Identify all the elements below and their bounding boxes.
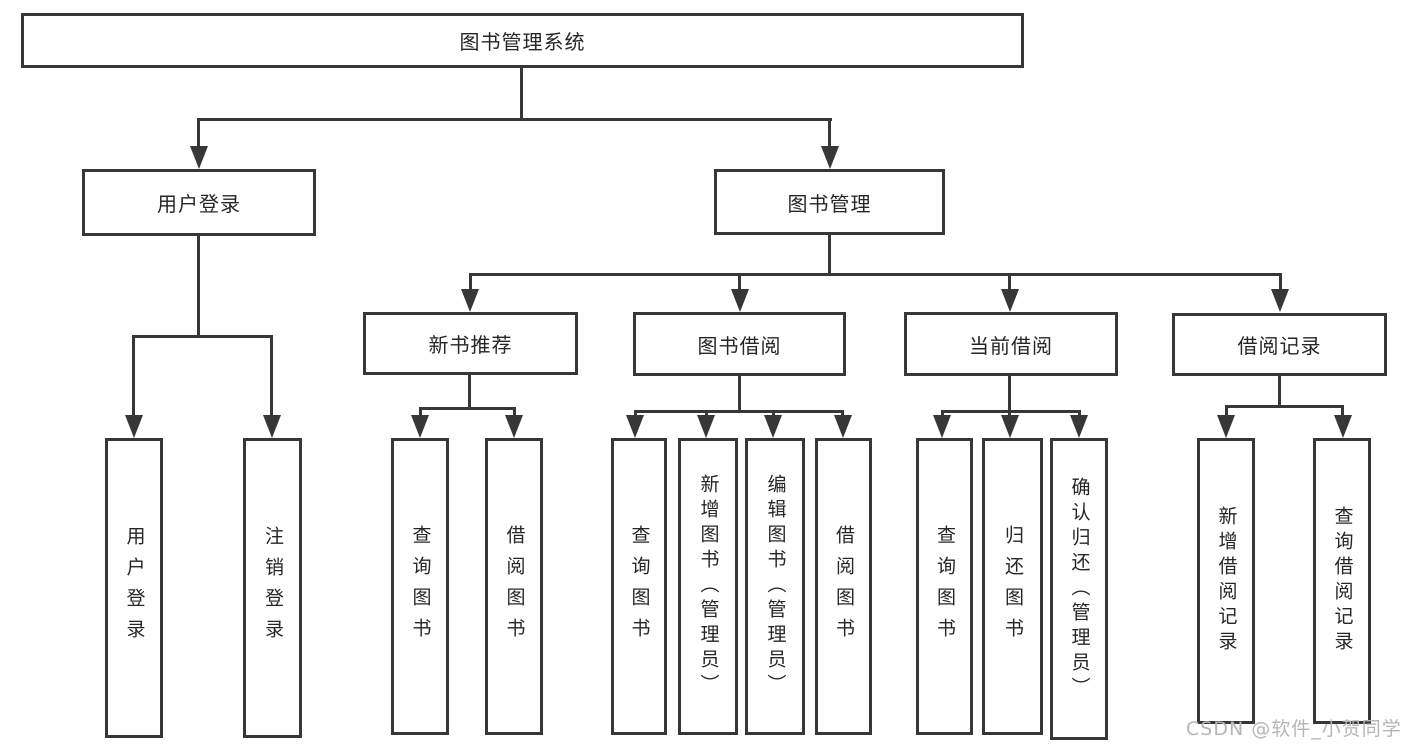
node-book-management-label: 图书管理 bbox=[787, 191, 872, 216]
connector-leaf-cb2-drop bbox=[1008, 410, 1011, 415]
arrowhead-bookborrow bbox=[731, 289, 749, 312]
node-root-label: 图书管理系统 bbox=[459, 30, 586, 54]
leaf-query-book-current-label: 查询图书 bbox=[934, 524, 956, 649]
leaf-edit-book-admin-label: 编辑图书（管理员） bbox=[764, 474, 787, 699]
arrowhead-leaf-userlogin bbox=[125, 415, 143, 438]
leaf-user-login-label: 用户登录 bbox=[123, 526, 146, 650]
leaf-query-book-borrow-label: 查询图书 bbox=[628, 524, 651, 649]
connector-root-stem bbox=[520, 68, 523, 118]
arrowhead-borrowrecord bbox=[1271, 289, 1289, 312]
leaf-logout-label: 注销登录 bbox=[262, 526, 284, 650]
leaf-add-book-admin: 新增图书（管理员） bbox=[678, 438, 738, 735]
connector-leaf-br1-drop bbox=[1225, 405, 1228, 415]
leaf-query-borrow-record: 查询借阅记录 bbox=[1313, 438, 1371, 724]
leaf-logout: 注销登录 bbox=[243, 438, 302, 738]
node-new-book-recommend-label: 新书推荐 bbox=[428, 333, 513, 357]
leaf-return-book: 归还图书 bbox=[982, 438, 1043, 735]
connector-leaf-bb2-drop bbox=[705, 410, 708, 415]
arrowhead-leaf-cb2 bbox=[1001, 415, 1019, 438]
connector-bookmgmt-stem bbox=[828, 235, 831, 273]
connector-leaf-bb1-drop bbox=[634, 410, 637, 415]
leaf-borrow-book-borrow: 借阅图书 bbox=[815, 438, 872, 735]
connector-leaf-bb3-drop bbox=[772, 410, 775, 415]
arrowhead-leaf-br2 bbox=[1334, 415, 1352, 438]
connector-currentborrow-stem bbox=[1008, 376, 1011, 410]
connector-userlogin-stem bbox=[197, 236, 200, 335]
arrowhead-leaf-cb3 bbox=[1070, 415, 1088, 438]
node-user-login: 用户登录 bbox=[82, 169, 316, 236]
leaf-return-book-label: 归还图书 bbox=[1002, 524, 1024, 649]
connector-newbook-drop bbox=[469, 273, 472, 289]
connector-userlogin-drop bbox=[197, 118, 200, 146]
arrowhead-bookmgmt bbox=[821, 146, 839, 169]
leaf-add-book-admin-label: 新增图书（管理员） bbox=[697, 474, 720, 699]
leaf-edit-book-admin: 编辑图书（管理员） bbox=[745, 438, 805, 735]
arrowhead-leaf-br1 bbox=[1217, 415, 1235, 438]
arrowhead-userlogin bbox=[190, 146, 208, 169]
node-current-borrow: 当前借阅 bbox=[904, 312, 1118, 376]
connector-leaf-userlogin-drop bbox=[132, 335, 135, 415]
arrowhead-leaf-nb2 bbox=[505, 415, 523, 438]
connector-bookborrow-drop bbox=[738, 273, 741, 289]
node-current-borrow-label: 当前借阅 bbox=[969, 333, 1053, 358]
arrowhead-leaf-bb1 bbox=[626, 415, 644, 438]
connector-borrowrecord-rail bbox=[1225, 405, 1344, 408]
node-user-login-label: 用户登录 bbox=[157, 192, 241, 216]
arrowhead-leaf-cb1 bbox=[933, 415, 951, 438]
leaf-query-book-newrec-label: 查询图书 bbox=[409, 524, 432, 649]
connector-leaf-cb3-drop bbox=[1078, 410, 1081, 415]
connector-leaf-bb4-drop bbox=[841, 410, 844, 415]
connector-leaf-br2-drop bbox=[1341, 405, 1344, 415]
connector-newbook-rail bbox=[419, 407, 516, 410]
leaf-add-borrow-record: 新增借阅记录 bbox=[1197, 438, 1255, 724]
node-new-book-recommend: 新书推荐 bbox=[363, 312, 578, 375]
node-borrow-record-label: 借阅记录 bbox=[1237, 334, 1322, 358]
connector-newbook-stem bbox=[468, 375, 471, 407]
leaf-query-borrow-record-label: 查询借阅记录 bbox=[1331, 506, 1354, 656]
leaf-query-book-newrec: 查询图书 bbox=[391, 438, 449, 735]
connector-currentborrow-rail bbox=[941, 410, 1081, 413]
connector-borrowrecord-drop bbox=[1279, 273, 1282, 289]
leaf-confirm-return-admin-label: 确认归还（管理员） bbox=[1068, 476, 1091, 702]
node-book-borrow-label: 图书借阅 bbox=[697, 333, 782, 358]
arrowhead-leaf-bb4 bbox=[834, 415, 852, 438]
connector-bookborrow-rail bbox=[634, 410, 844, 413]
csdn-watermark: CSDN @软件_小贺同学 bbox=[1186, 718, 1402, 740]
arrowhead-leaf-logout bbox=[263, 415, 281, 438]
connector-borrowrecord-stem bbox=[1278, 376, 1281, 405]
connector-leaf-nb2-drop bbox=[513, 407, 516, 415]
connector-level3-rail bbox=[469, 273, 1282, 276]
node-book-management: 图书管理 bbox=[714, 169, 945, 235]
connector-leaf-cb1-drop bbox=[941, 410, 944, 415]
arrowhead-leaf-nb1 bbox=[411, 415, 429, 438]
leaf-borrow-book-newrec-label: 借阅图书 bbox=[503, 524, 526, 649]
leaf-query-book-current: 查询图书 bbox=[916, 438, 973, 735]
leaf-query-book-borrow: 查询图书 bbox=[611, 438, 667, 735]
node-root: 图书管理系统 bbox=[21, 13, 1024, 68]
node-borrow-record: 借阅记录 bbox=[1172, 313, 1387, 376]
leaf-borrow-book-newrec: 借阅图书 bbox=[485, 438, 543, 735]
connector-level2-rail bbox=[197, 118, 832, 121]
node-book-borrow: 图书借阅 bbox=[633, 312, 846, 376]
arrowhead-currentborrow bbox=[1001, 289, 1019, 312]
leaf-borrow-book-borrow-label: 借阅图书 bbox=[833, 524, 855, 649]
connector-bookmgmt-drop bbox=[828, 118, 831, 146]
connector-leaf-nb1-drop bbox=[419, 407, 422, 415]
leaf-add-borrow-record-label: 新增借阅记录 bbox=[1215, 506, 1238, 656]
arrowhead-leaf-bb2 bbox=[697, 415, 715, 438]
connector-userlogin-rail bbox=[133, 335, 273, 338]
arrowhead-newbook bbox=[461, 289, 479, 312]
connector-currentborrow-drop bbox=[1008, 273, 1011, 289]
connector-leaf-logout-drop bbox=[270, 335, 273, 415]
leaf-user-login: 用户登录 bbox=[105, 438, 163, 738]
connector-bookborrow-stem bbox=[738, 376, 741, 410]
leaf-confirm-return-admin: 确认归还（管理员） bbox=[1050, 438, 1108, 740]
arrowhead-leaf-bb3 bbox=[764, 415, 782, 438]
